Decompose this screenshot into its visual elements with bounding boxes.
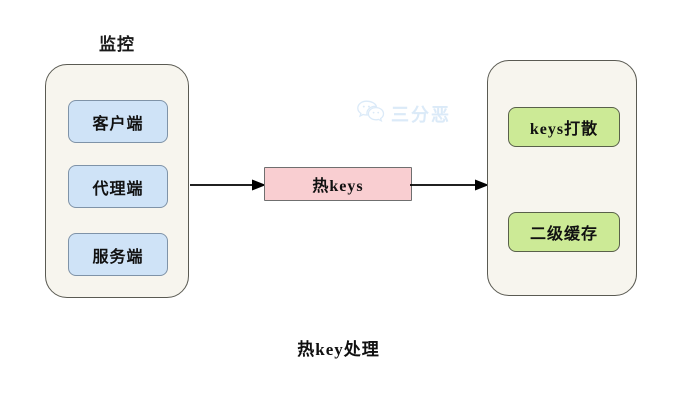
node-proxy[interactable]: 代理端 [68, 165, 168, 208]
watermark: 三分恶 [356, 99, 451, 128]
node-server[interactable]: 服务端 [68, 233, 168, 276]
group-panel-handling [487, 60, 637, 296]
diagram-caption: 热key处理 [297, 340, 380, 359]
arrow-monitor-to-hotkeys [190, 178, 266, 192]
arrow-hotkeys-to-handling [410, 178, 489, 192]
wechat-icon [356, 99, 386, 128]
node-hot-keys[interactable]: 热keys [264, 167, 412, 201]
node-keys-split[interactable]: keys打散 [508, 107, 620, 147]
group-title-monitor: 监控 [99, 35, 135, 54]
node-client[interactable]: 客户端 [68, 100, 168, 143]
node-second-level-cache[interactable]: 二级缓存 [508, 212, 620, 252]
watermark-text: 三分恶 [391, 104, 451, 125]
